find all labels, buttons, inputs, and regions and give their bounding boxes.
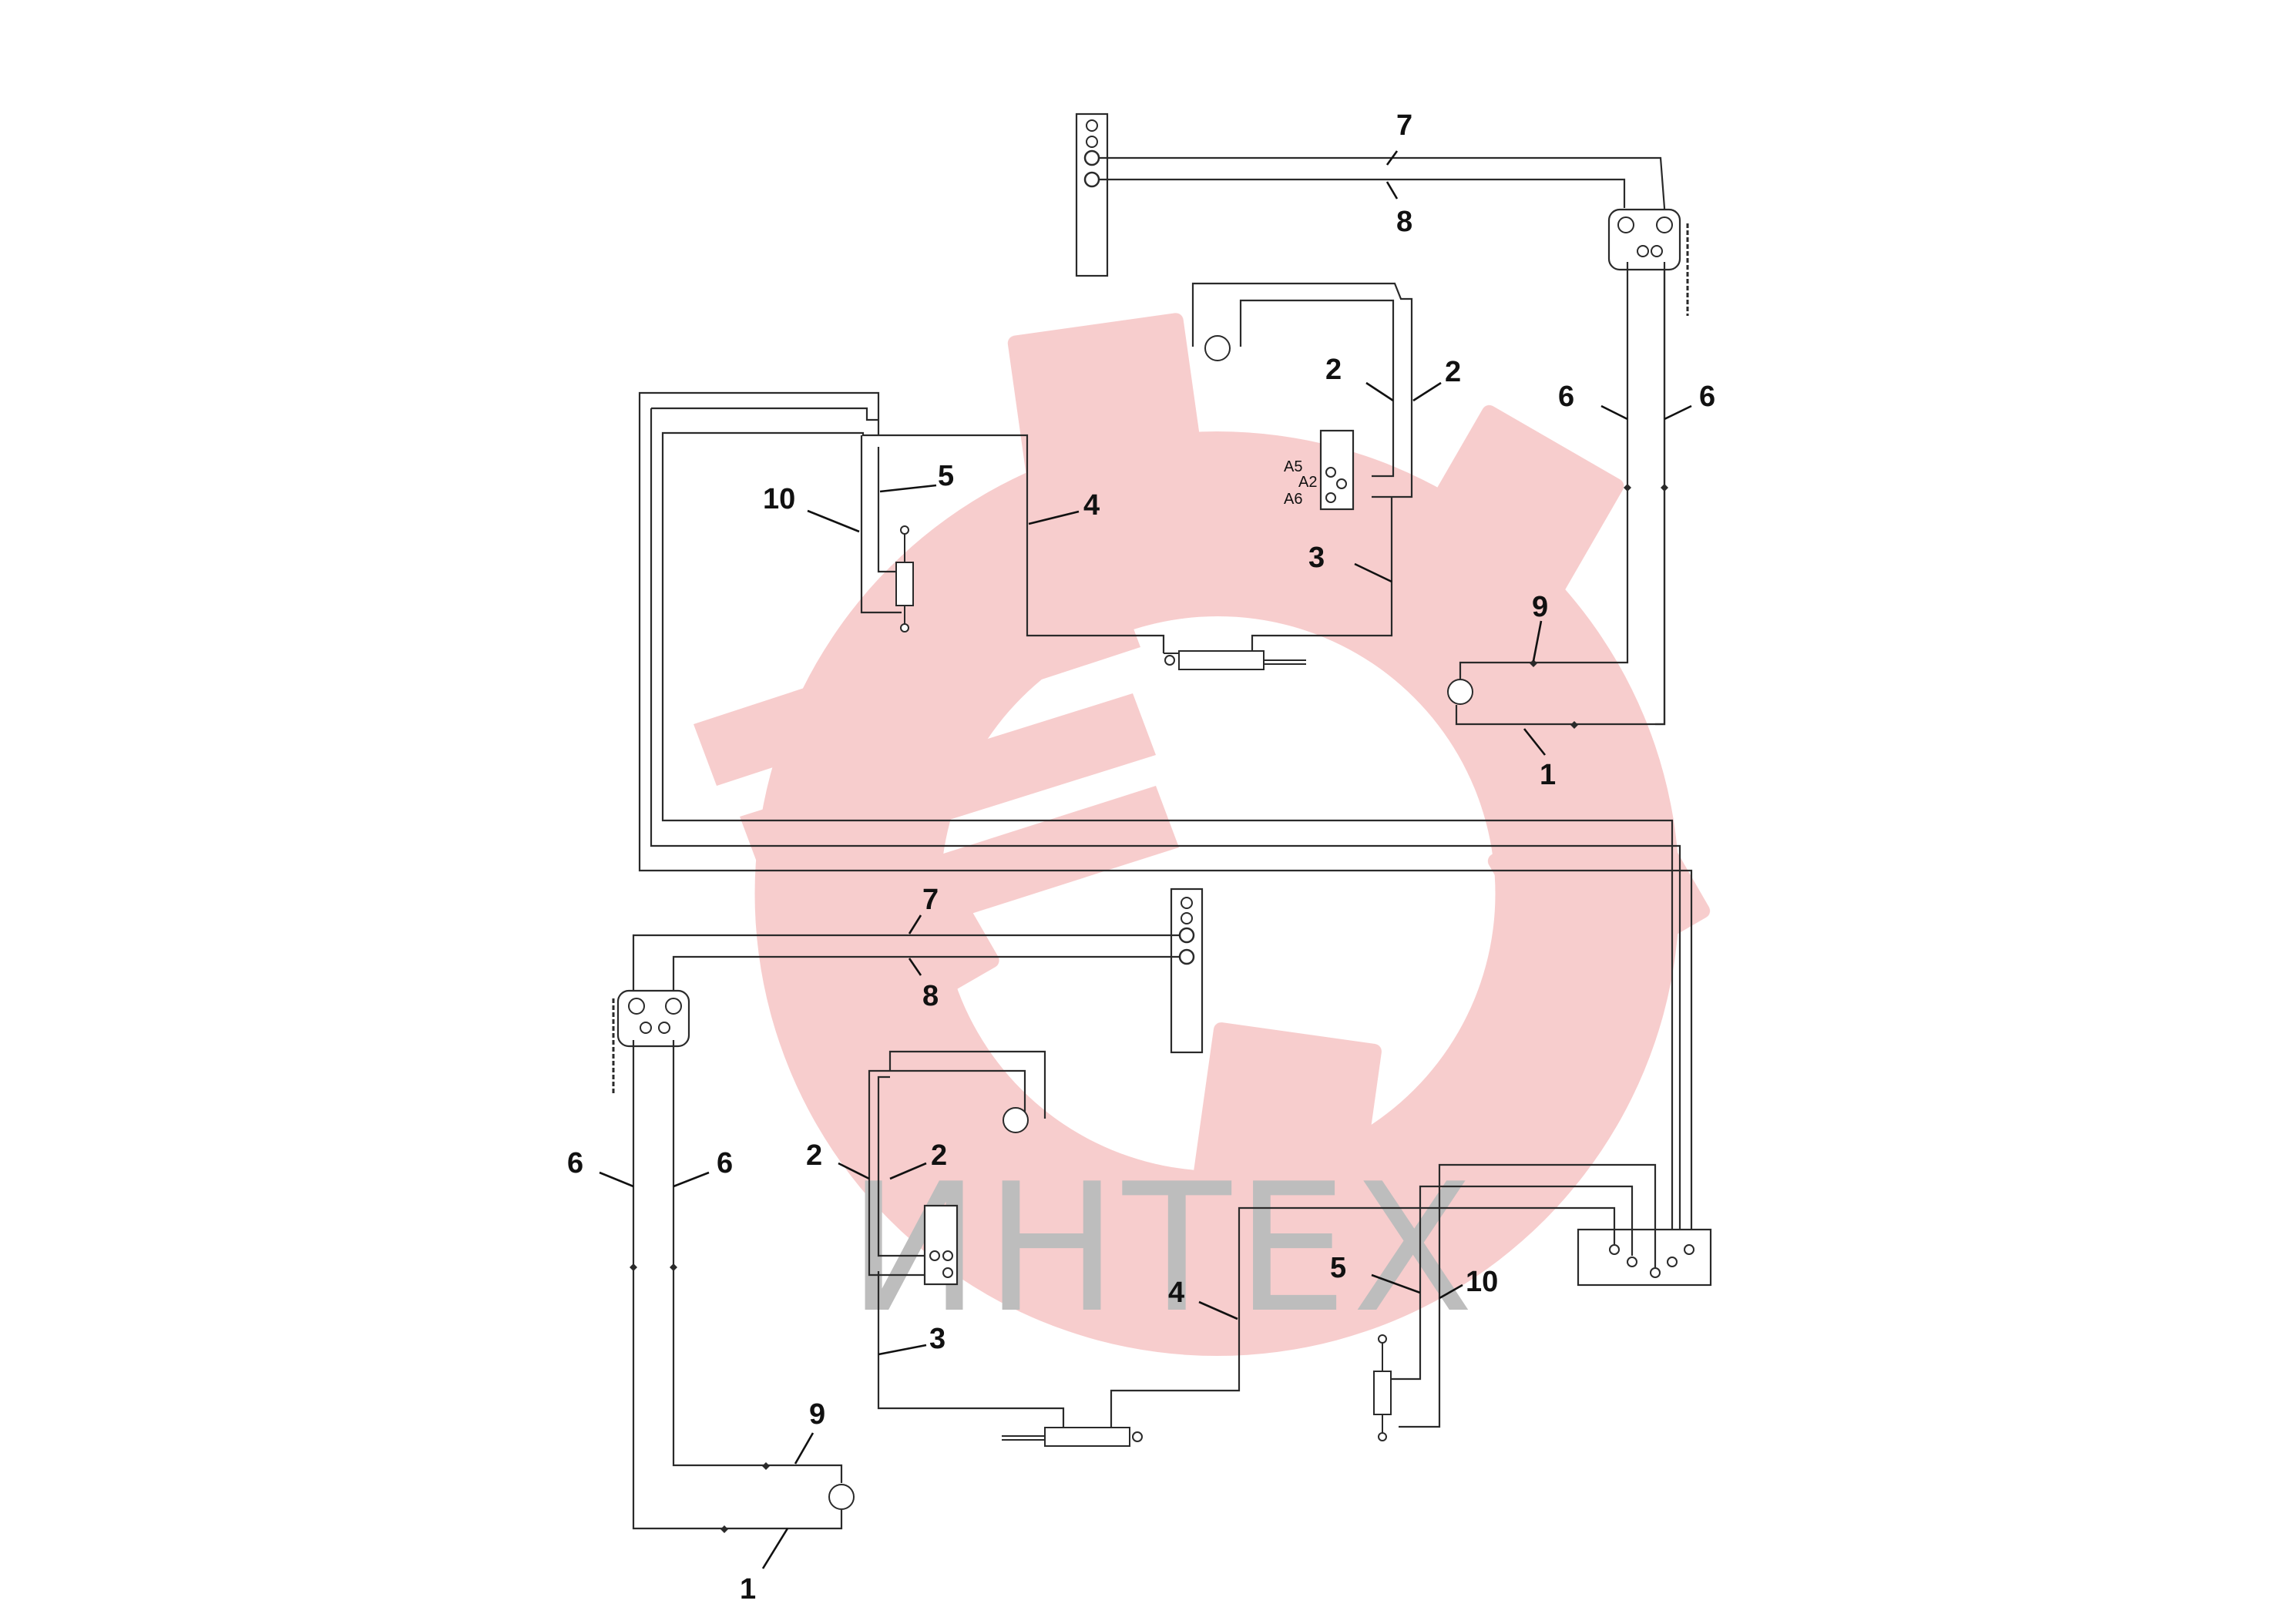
upper-port-a5: A5 — [1284, 458, 1302, 475]
lower-hose-5 — [1390, 1185, 1634, 1381]
upper-callout-1: 1 — [1540, 759, 1556, 791]
upper-callout-2a: 2 — [1325, 354, 1342, 386]
lower-hose-6-right — [672, 1040, 843, 1483]
upper-motor-9 — [1447, 679, 1473, 705]
lower-small-cylinder — [1373, 1334, 1392, 1441]
lower-callout-6b: 6 — [717, 1147, 733, 1179]
lower-callout-9: 9 — [809, 1398, 825, 1431]
lower-callout-8: 8 — [922, 980, 939, 1012]
upper-callout-4: 4 — [1083, 489, 1100, 522]
lower-callout-7: 7 — [922, 884, 939, 916]
upper-callout-2b: 2 — [1445, 356, 1461, 388]
lower-motor-9 — [828, 1484, 855, 1510]
lower-left-bracket — [616, 989, 690, 1048]
upper-callout-5: 5 — [938, 460, 954, 492]
upper-pump-line — [1191, 282, 1413, 498]
lower-hose-6-left — [632, 1040, 843, 1530]
upper-hose-5 — [877, 447, 908, 573]
lower-hose-3 — [877, 1271, 1065, 1429]
lower-hose-10 — [1399, 1163, 1657, 1428]
upper-hose-6-left — [1480, 262, 1629, 664]
upper-large-cylinder — [1164, 650, 1306, 670]
upper-port-a6: A6 — [1284, 491, 1302, 508]
lower-pump-line — [888, 1050, 1046, 1119]
lower-right-port-block — [1577, 1228, 1712, 1287]
lower-callout-5: 5 — [1330, 1252, 1346, 1284]
upper-hose-4 — [661, 431, 1674, 1240]
upper-callout-9: 9 — [1532, 591, 1548, 623]
lower-callout-1: 1 — [740, 1573, 756, 1606]
upper-hose-10 — [860, 435, 902, 614]
upper-hose-6-right — [1455, 262, 1666, 726]
upper-hose-8 — [1099, 178, 1626, 208]
upper-assembly: A5 A2 A6 — [638, 109, 1715, 1240]
lower-leaders — [599, 914, 1463, 1569]
upper-hose-3 — [1251, 498, 1393, 653]
lower-callout-3: 3 — [929, 1323, 945, 1355]
upper-pump — [1204, 335, 1231, 361]
lower-assembly: 7 8 6 6 2 2 4 5 10 3 9 1 — [567, 884, 1712, 1606]
lower-hose-7 — [632, 934, 1179, 994]
lower-callout-6a: 6 — [567, 1147, 583, 1179]
upper-port-a2: A2 — [1298, 474, 1317, 491]
upper-leaders — [807, 150, 1692, 756]
upper-callout-6a: 6 — [1558, 381, 1574, 413]
lower-large-cylinder — [1002, 1427, 1143, 1447]
upper-top-fittings — [1083, 119, 1100, 188]
upper-small-cylinder — [895, 525, 914, 632]
lower-hose-8 — [672, 955, 1179, 994]
upper-callout-6b: 6 — [1699, 381, 1715, 413]
lower-callout-10: 10 — [1466, 1266, 1498, 1298]
lower-callout-2b: 2 — [931, 1139, 947, 1172]
lower-hose-4 — [1110, 1206, 1616, 1429]
lower-callout-2a: 2 — [806, 1139, 822, 1172]
lower-pump — [1003, 1107, 1029, 1133]
upper-callout-8: 8 — [1396, 206, 1412, 238]
upper-callout-3: 3 — [1308, 542, 1325, 574]
upper-callout-10: 10 — [763, 483, 795, 515]
upper-callout-7: 7 — [1396, 109, 1412, 142]
lower-callout-4: 4 — [1168, 1277, 1184, 1309]
